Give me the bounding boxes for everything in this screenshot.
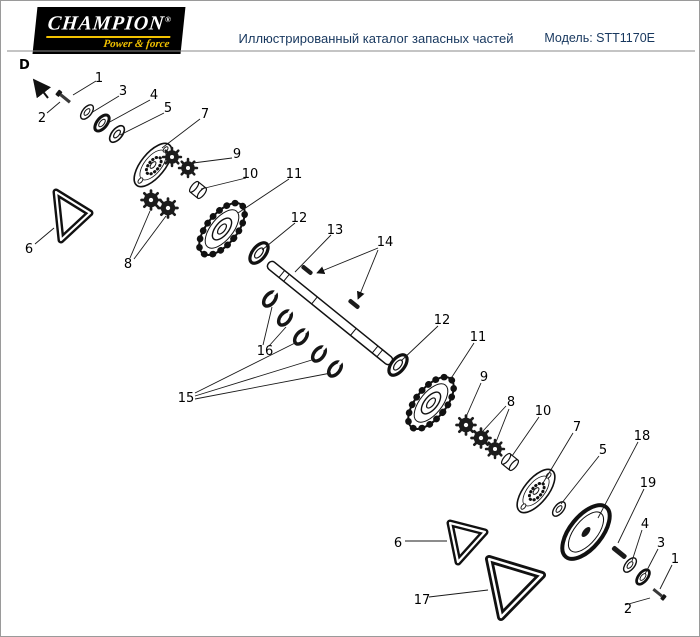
callout-label: 5	[599, 443, 607, 458]
callout-label: 1	[671, 552, 679, 567]
callout-label: 7	[201, 107, 209, 122]
model-label: Модель: STT1170E	[544, 31, 655, 45]
part-spacer-bushing	[187, 179, 209, 201]
callout-label: 1	[95, 71, 103, 86]
callout-label: 10	[535, 404, 552, 419]
callout-label: 14	[377, 235, 394, 250]
part-e-clip	[324, 356, 348, 381]
part-belt-left	[52, 188, 94, 244]
part-pinion-gear	[161, 146, 183, 168]
callout-label: 3	[657, 536, 665, 551]
part-e-clip	[308, 341, 332, 366]
callout-label: 16	[257, 344, 274, 359]
part-spacer-bushing	[499, 451, 521, 473]
callout-label: 3	[119, 84, 127, 99]
part-roll-pin	[347, 298, 361, 310]
callout-label: 18	[634, 429, 651, 444]
part-drive-wheel-left	[191, 195, 253, 262]
parts-group	[52, 89, 667, 621]
part-pinion-gear	[177, 157, 199, 179]
callout-label: 13	[327, 223, 344, 238]
callout-label: 6	[25, 242, 33, 257]
callout-label: 17	[414, 593, 431, 608]
part-pinion-gear	[140, 189, 162, 211]
part-pinion-gear	[157, 197, 179, 219]
part-roll-pin	[300, 264, 314, 276]
callout-label: 9	[480, 370, 488, 385]
callout-label: 4	[641, 517, 649, 532]
part-belt-right	[446, 519, 489, 566]
part-e-clip	[274, 305, 298, 330]
callout-label: 8	[124, 257, 132, 272]
part-flat-washer	[106, 122, 128, 146]
callout-labels: 1 2 3 4 5 7 9 10 11 12 13 14 6 8 16 15 1…	[25, 71, 679, 617]
callout-label: 9	[233, 147, 241, 162]
part-belt-large	[485, 555, 546, 621]
callout-label: 15	[178, 391, 195, 406]
view-label: D	[19, 58, 30, 73]
callout-label: 6	[394, 536, 402, 551]
callout-label: 11	[470, 330, 487, 345]
part-lock-washer	[632, 566, 654, 588]
callout-label: 5	[164, 101, 172, 116]
part-e-clip	[259, 286, 283, 311]
part-bolt-bottom	[652, 588, 667, 601]
part-lock-washer	[90, 110, 114, 136]
callout-label: 7	[573, 420, 581, 435]
page-title: Иллюстрированный каталог запасных частей	[238, 31, 514, 46]
view-direction-arrow-icon	[32, 78, 52, 99]
part-bolt-pulley	[611, 545, 627, 559]
callout-label: 10	[242, 167, 259, 182]
part-washer	[549, 498, 569, 520]
callout-label: 2	[624, 602, 632, 617]
leader-lines	[34, 80, 673, 606]
part-pinion-gear	[455, 414, 477, 436]
callout-label: 11	[286, 167, 303, 182]
part-pinion-gear	[484, 438, 506, 460]
callout-label: 8	[507, 395, 515, 410]
part-bearing-left	[244, 237, 274, 269]
callout-label: 19	[640, 476, 657, 491]
callout-label: 12	[291, 211, 308, 226]
part-pinion-gear	[470, 427, 492, 449]
callout-label: 4	[150, 88, 158, 103]
part-bolt-top	[55, 89, 72, 105]
part-drive-wheel-right	[400, 369, 462, 436]
callout-label: 2	[38, 111, 46, 126]
callout-label: 12	[434, 313, 451, 328]
